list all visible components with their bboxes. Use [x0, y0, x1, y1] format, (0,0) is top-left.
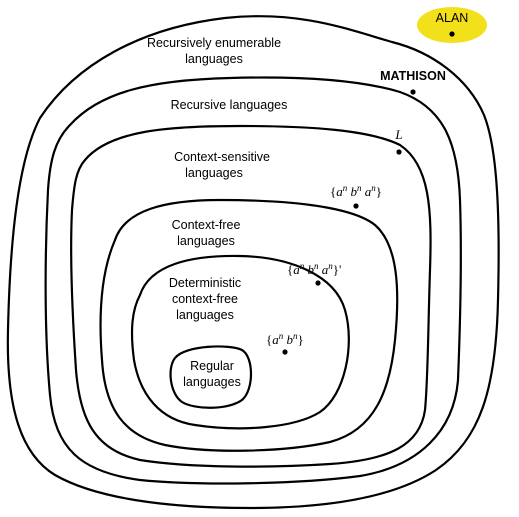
label-recursively-enumerable-2: languages	[185, 52, 243, 66]
label-recursive: Recursive languages	[171, 98, 288, 112]
point-anbn	[282, 349, 288, 355]
region-deterministic-cf	[130, 254, 350, 430]
label-context-sensitive-2: languages	[185, 166, 243, 180]
region-context-sensitive	[70, 124, 432, 468]
point-anbnan	[353, 203, 359, 209]
point-label-L: L	[394, 127, 402, 142]
label-regular-2: languages	[183, 375, 241, 389]
alan-highlight	[417, 7, 487, 43]
point-label-anbn: {an bn}	[266, 331, 304, 347]
point-anbnan-complement	[315, 280, 321, 286]
label-deterministic-cf-1: Deterministic	[169, 276, 241, 290]
label-context-sensitive-1: Context-sensitive	[174, 150, 270, 164]
point-label-anbnan: {an bn an}	[330, 183, 382, 199]
point-label-mathison: MATHISON	[380, 69, 446, 83]
label-recursively-enumerable-1: Recursively enumerable	[147, 36, 281, 50]
region-regular	[169, 345, 253, 409]
label-deterministic-cf-2: context-free	[172, 292, 238, 306]
point-mathison	[410, 89, 416, 95]
point-L	[396, 149, 402, 155]
point-label-alan: ALAN	[436, 11, 469, 25]
label-regular-1: Regular	[190, 359, 234, 373]
region-context-free	[99, 198, 399, 452]
region-recursive	[44, 76, 462, 485]
label-deterministic-cf-3: languages	[176, 308, 234, 322]
point-label-anbnan-complement: {an bn an}'	[287, 261, 341, 277]
label-context-free-2: languages	[177, 234, 235, 248]
label-context-free-1: Context-free	[172, 218, 241, 232]
point-alan	[449, 31, 455, 37]
region-recursively-enumerable	[6, 15, 500, 510]
